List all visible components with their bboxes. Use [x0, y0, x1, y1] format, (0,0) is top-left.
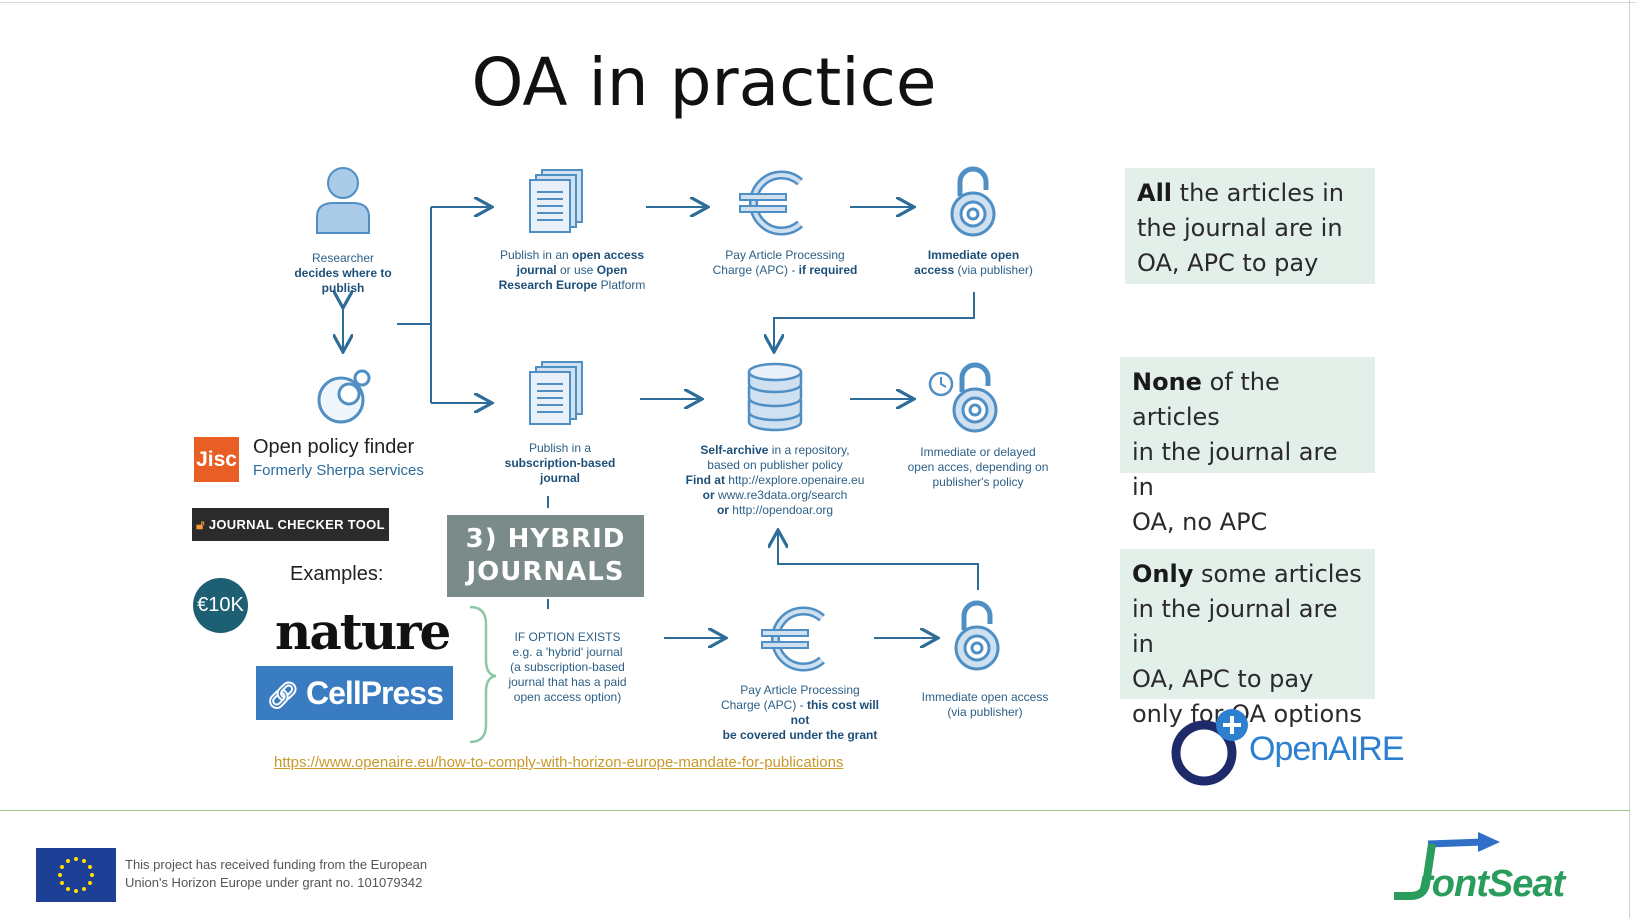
immediate-bottom-caption: Immediate open access (via publisher) [921, 690, 1049, 719]
frontseat-logo-icon [1394, 832, 1500, 900]
self-archive-caption: Self-archive in a repository, based on p… [685, 443, 865, 517]
ten-k-badge: €10K [193, 578, 248, 633]
footer-divider [0, 810, 1630, 811]
funding-statement: This project has received funding from t… [125, 857, 428, 890]
openaire-logo-text: OpenAIRE [1249, 730, 1405, 768]
examples-label: Examples: [290, 563, 384, 585]
open-policy-finder-icon [317, 369, 371, 424]
open-lock-icon-bottom [954, 600, 1000, 671]
subscription-caption: Publish in a subscription-based journal [504, 441, 616, 485]
cellpress-logo: 🔗︎ CellPress [256, 666, 453, 720]
cellpress-label: CellPress [306, 675, 444, 711]
immediate-top-caption: Immediate open access (via publisher) [914, 248, 1033, 277]
formerly-sherpa-label: Formerly Sherpa services [253, 462, 424, 479]
researcher-caption: Researcher decides where to publish [294, 251, 392, 295]
openaire-guide-link[interactable]: https://www.openaire.eu/how-to-comply-wi… [274, 754, 844, 771]
top-to-archive-arrow [774, 292, 975, 350]
delayed-caption: Immediate or delayed open acces, dependi… [907, 445, 1049, 489]
jisc-logo: Jisc [194, 437, 239, 482]
openaire-logo-icon [1171, 709, 1248, 786]
open-access-journal-icon [529, 169, 583, 233]
journal-checker-tool-badge[interactable]: 🔓︎ JOURNAL CHECKER TOOL [192, 508, 389, 541]
eu-flag-icon [36, 848, 116, 902]
euro-icon-top [739, 170, 803, 236]
researcher-icon [316, 167, 370, 234]
journal-checker-label: JOURNAL CHECKER TOOL [208, 517, 385, 532]
none-oa-box: None of the articles in the journal are … [1120, 357, 1375, 536]
option-caption: IF OPTION EXISTS e.g. a 'hybrid' journal… [508, 630, 627, 704]
frontseat-logo-text: rontSeat [1418, 863, 1565, 905]
top-border [0, 2, 1636, 3]
bottom-to-archive-arrow [778, 532, 979, 590]
subscription-journal-icon [529, 361, 583, 425]
hybrid-journals-label: 3) HYBRID JOURNALS [447, 515, 644, 597]
open-lock-icon-top [950, 166, 996, 237]
slide-title: OA in practice [471, 44, 937, 121]
all-oa-box: All the articles in the journal are in O… [1125, 168, 1375, 284]
nature-logo: nature [275, 602, 451, 661]
cellpress-link-icon: 🔗︎ [266, 680, 299, 710]
right-border [1629, 0, 1630, 918]
repository-database-icon [747, 362, 803, 432]
apc-top-caption: Pay Article Processing Charge (APC) - if… [712, 248, 858, 277]
delayed-lock-icon [928, 362, 998, 433]
journal-checker-lock-icon: 🔓︎ [196, 517, 205, 532]
hybrid-brace [469, 605, 497, 744]
open-policy-finder-label: Open policy finder [253, 436, 415, 458]
oa-journal-caption: Publish in an open access journal or use… [498, 248, 646, 292]
only-some-oa-box: Only some articles in the journal are in… [1120, 549, 1375, 728]
apc-bottom-caption: Pay Article Processing Charge (APC) - th… [720, 683, 880, 742]
euro-icon-bottom [761, 606, 825, 672]
